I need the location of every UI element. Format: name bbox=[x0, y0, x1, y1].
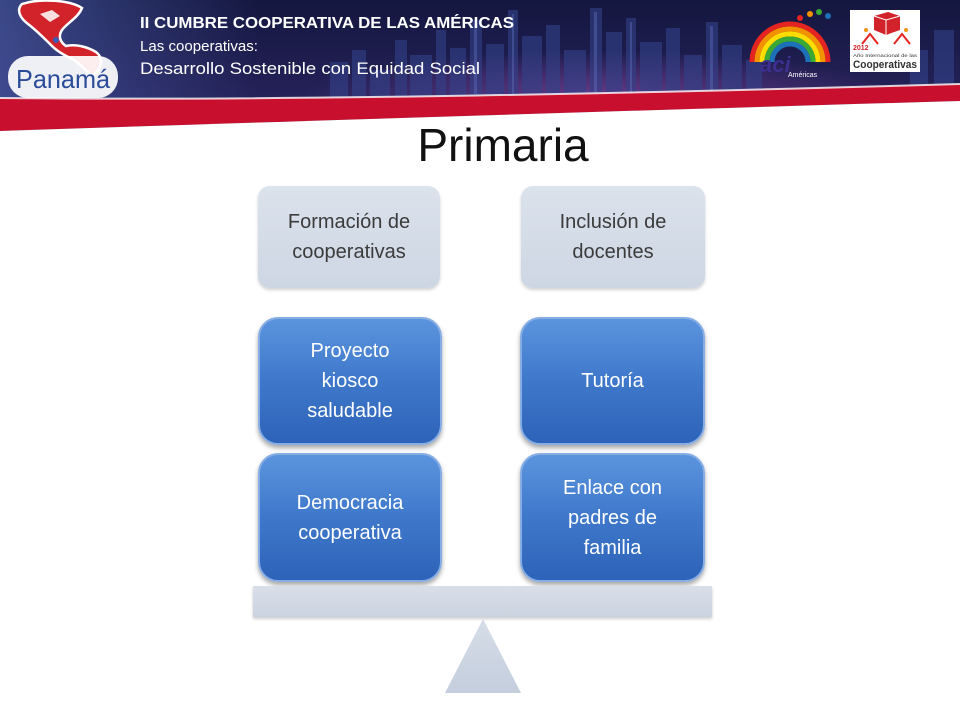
left-lower-label: Democracia cooperativa bbox=[296, 491, 404, 544]
left-top-label: Formación de cooperativas bbox=[287, 211, 411, 263]
iyc-logo-line: Año Internacional de las bbox=[853, 53, 918, 58]
right-upper-label: Tutoría bbox=[581, 370, 644, 392]
red-swoosh bbox=[0, 84, 960, 131]
event-subtitle: Las cooperativas: bbox=[140, 38, 258, 55]
right-top-box: Inclusión de docentes bbox=[521, 186, 705, 288]
iyc-logo-brand: Cooperativas bbox=[853, 59, 917, 71]
right-lower-label: Enlace con padres de familia bbox=[563, 476, 662, 559]
left-upper-label: Proyecto kiosco saludable bbox=[307, 340, 393, 422]
aci-logo-region: Américas bbox=[788, 72, 818, 79]
event-title: II CUMBRE COOPERATIVA DE LAS AMÉRICAS bbox=[140, 13, 514, 32]
panama-logo: Panamá bbox=[8, 0, 118, 98]
aci-logo-letters: aci bbox=[760, 52, 791, 77]
balance-beam bbox=[253, 586, 712, 617]
aci-americas-logo: aci Américas bbox=[749, 9, 831, 79]
left-top-box: Formación de cooperativas bbox=[258, 186, 440, 288]
right-lower-box: Enlace con padres de familia bbox=[520, 453, 705, 582]
right-upper-box: Tutoría bbox=[520, 317, 705, 445]
right-top-label: Inclusión de docentes bbox=[559, 211, 667, 263]
left-lower-box: Democracia cooperativa bbox=[258, 453, 442, 582]
iyc-logo-year: 2012 bbox=[853, 45, 869, 52]
event-theme: Desarrollo Sostenible con Equidad Social bbox=[140, 59, 480, 78]
slide-title: Primaria bbox=[417, 119, 589, 171]
skyline bbox=[330, 8, 954, 102]
header-banner: Panamá II CUMBRE COOPERATIVA DE LAS AMÉR… bbox=[0, 0, 960, 135]
balance-fulcrum bbox=[445, 619, 521, 693]
left-upper-box: Proyecto kiosco saludable bbox=[258, 317, 442, 445]
panama-logo-text: Panamá bbox=[16, 64, 111, 94]
header-banner-graphic: Panamá II CUMBRE COOPERATIVA DE LAS AMÉR… bbox=[0, 0, 960, 135]
iyc-2012-logo: 2012 Año Internacional de las Cooperativ… bbox=[850, 10, 920, 72]
